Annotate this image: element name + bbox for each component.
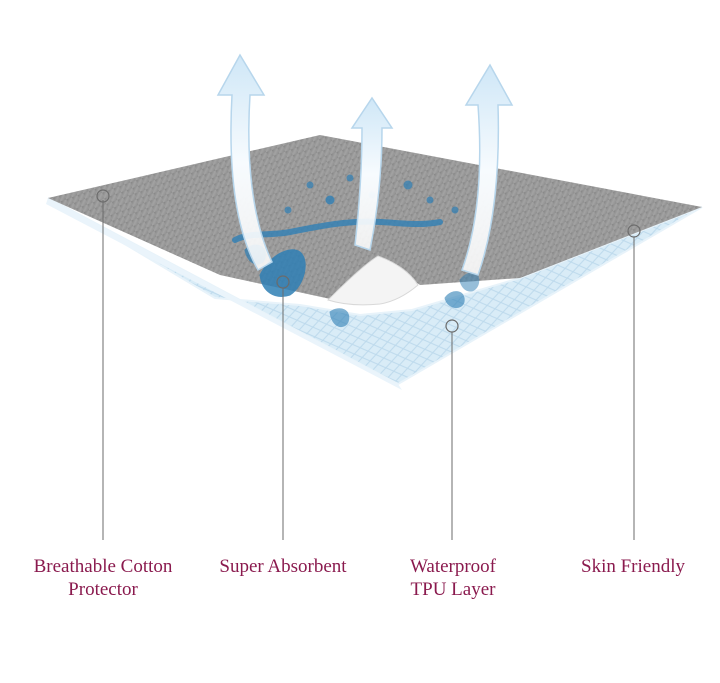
leader-absorbent bbox=[276, 275, 290, 540]
label-skin-friendly-line1: Skin Friendly bbox=[581, 556, 685, 577]
breathable-arrow-right bbox=[461, 63, 514, 276]
breathable-arrow-center bbox=[350, 96, 394, 251]
label-waterproof-tpu-line2: TPU Layer bbox=[410, 579, 496, 600]
label-breathable-cotton: Breathable Cotton Protector bbox=[8, 555, 198, 601]
leader-cotton bbox=[96, 189, 110, 540]
label-waterproof-tpu-line1: Waterproof bbox=[409, 556, 497, 577]
absorbent-layer bbox=[46, 197, 703, 390]
label-breathable-cotton-line2: Protector bbox=[68, 579, 138, 600]
label-skin-friendly: Skin Friendly bbox=[558, 555, 708, 578]
leader-tpu bbox=[445, 319, 459, 540]
label-super-absorbent-line1: Super Absorbent bbox=[219, 556, 347, 577]
label-waterproof-tpu: Waterproof TPU Layer bbox=[388, 555, 518, 601]
leader-skin bbox=[627, 224, 641, 540]
breathable-arrow-left bbox=[216, 53, 273, 272]
label-super-absorbent: Super Absorbent bbox=[198, 555, 368, 578]
tpu-membrane bbox=[327, 255, 419, 306]
label-breathable-cotton-line1: Breathable Cotton bbox=[33, 556, 173, 577]
